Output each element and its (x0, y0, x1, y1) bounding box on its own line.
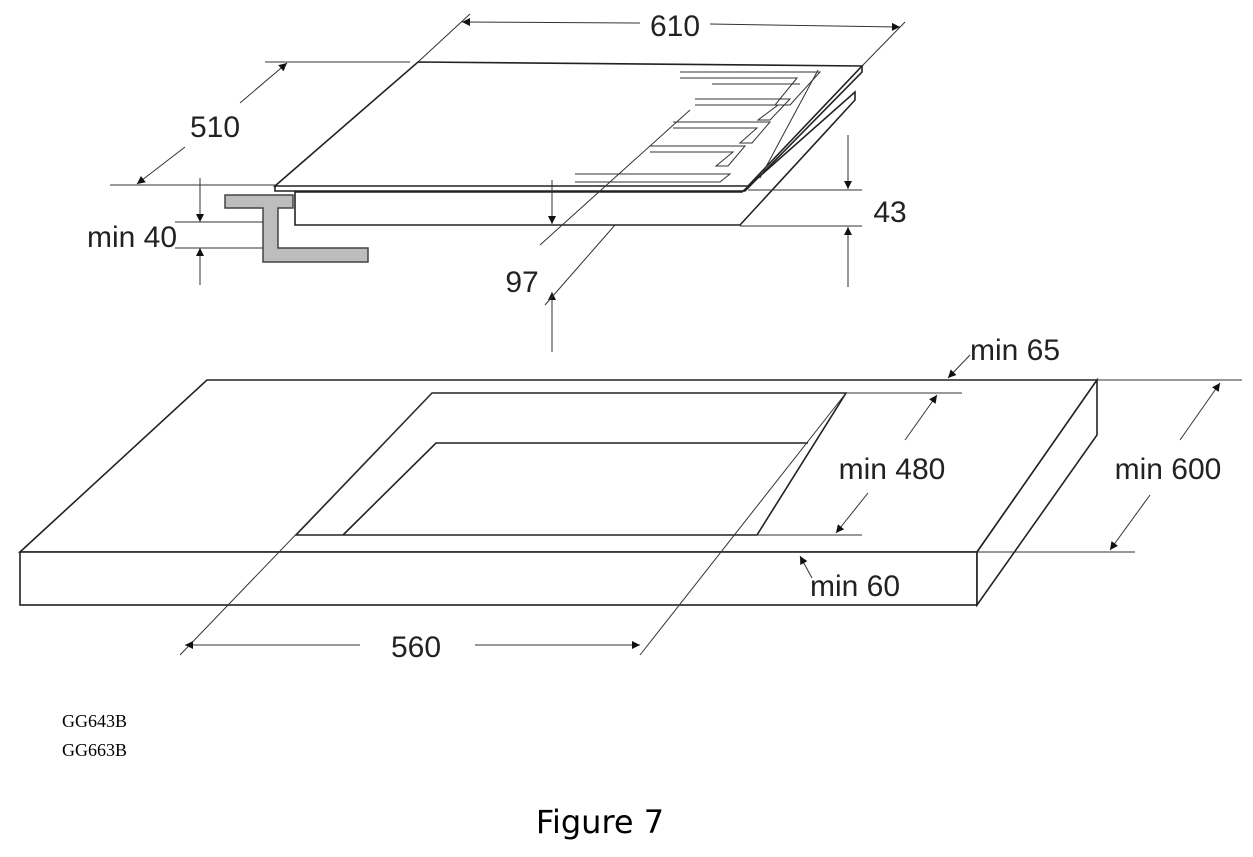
dimension-510: 510 (110, 61, 410, 186)
dimension-min-480: min 480 (757, 392, 962, 536)
dimension-label-510: 510 (190, 111, 240, 144)
dimension-560: 560 (179, 392, 847, 664)
dimension-label-610: 610 (650, 10, 700, 43)
dimension-43: 43 (740, 135, 907, 287)
hob-top-surface (272, 61, 864, 187)
dimension-label-97: 97 (505, 266, 538, 299)
dimension-97: 97 (505, 109, 691, 352)
hob-body (294, 90, 856, 226)
dimension-min-40: min 40 (87, 178, 263, 285)
worktop (17, 377, 1099, 608)
figure-caption: Figure 7 (535, 803, 665, 841)
mounting-bracket (224, 194, 369, 263)
hob (272, 61, 864, 226)
dimension-610: 610 (417, 10, 906, 67)
cutout-inner (342, 442, 808, 536)
dimension-label-min-480: min 480 (839, 453, 946, 486)
model-label: GG663B (62, 740, 128, 760)
pan-supports (575, 69, 822, 183)
worktop-side (976, 377, 1098, 608)
dimension-min-60: min 60 (799, 555, 900, 603)
dimension-label-min-60: min 60 (810, 570, 900, 603)
dimension-label-min-40: min 40 (87, 221, 177, 254)
dimension-min-65: min 65 (947, 334, 1060, 379)
dimension-label-560: 560 (391, 631, 441, 664)
model-label: GG643B (62, 711, 128, 731)
dimension-label-43: 43 (873, 196, 906, 229)
dimension-label-min-65: min 65 (970, 334, 1060, 367)
dimension-label-min-600: min 600 (1115, 453, 1222, 486)
worktop-front (19, 551, 978, 606)
dimension-min-600: min 600 (977, 379, 1242, 553)
